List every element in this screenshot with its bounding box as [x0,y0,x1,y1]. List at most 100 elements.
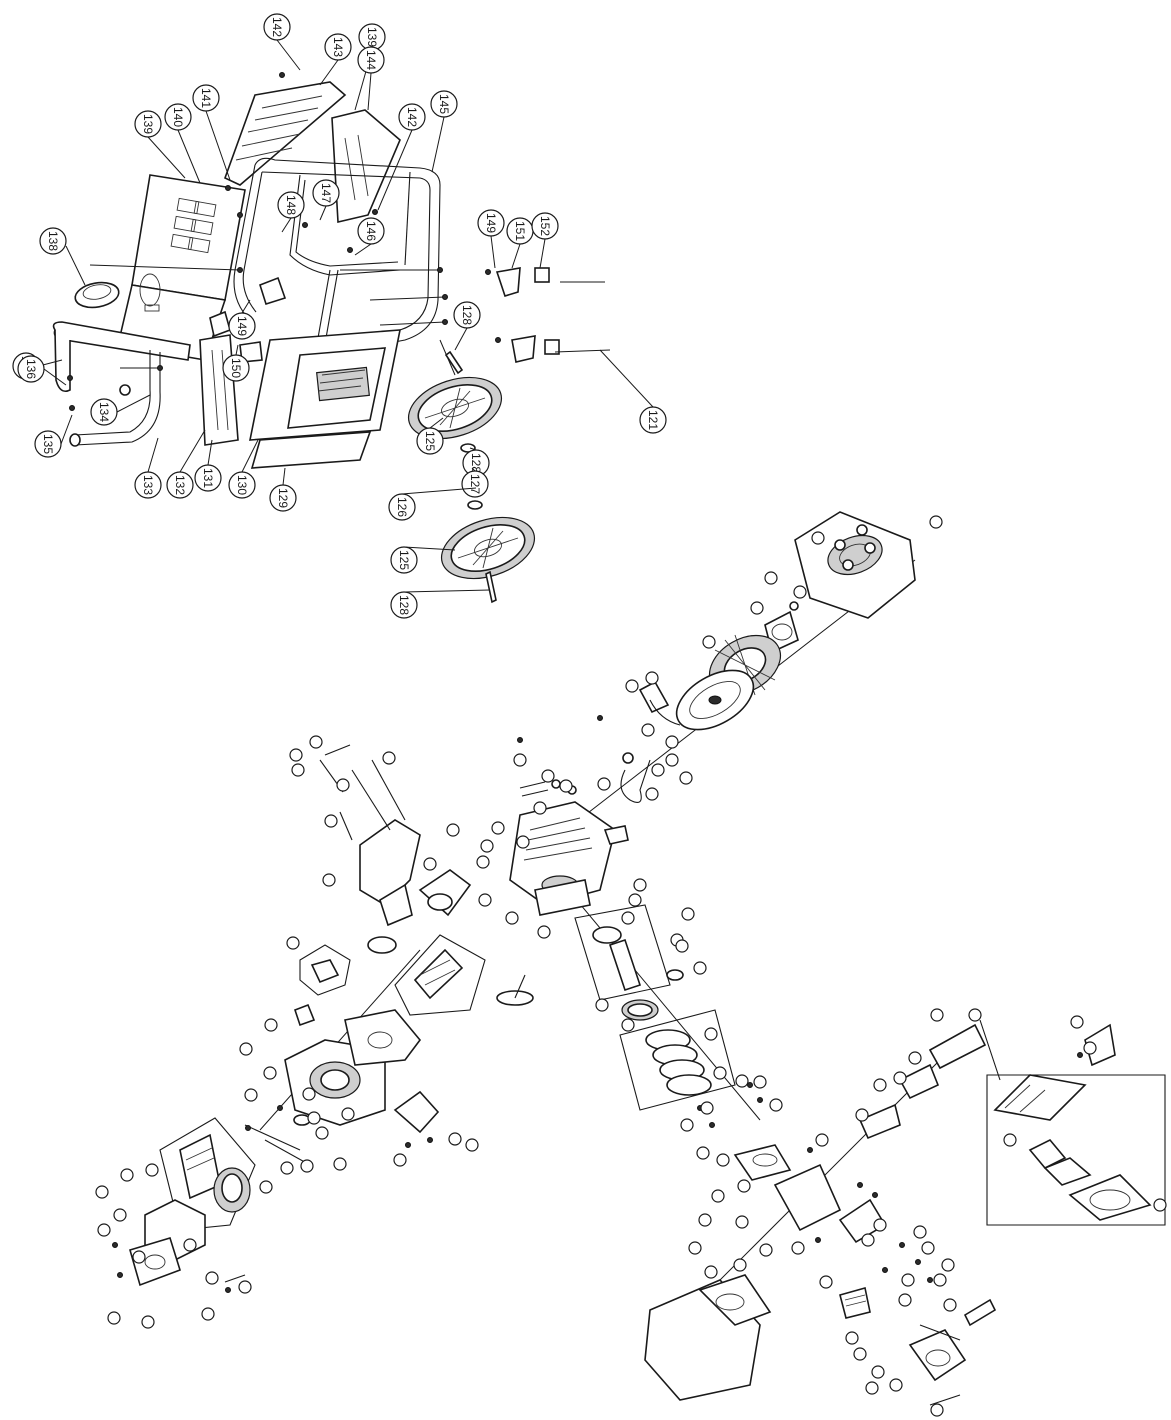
callout-number: 125 [423,431,437,451]
fuel-filter [839,1286,871,1319]
small-callout-marker [815,1133,829,1147]
top-rail-plate [223,81,347,186]
callout-circle [17,355,45,383]
callout-leader [511,243,521,269]
small-callout-marker [753,1075,767,1089]
starter-handle [929,1298,997,1406]
callout-circle [90,398,118,426]
callout-number: 142 [405,107,419,127]
callout-circle [388,493,416,521]
callout-circle [430,90,458,118]
callout-number: 148 [284,195,298,215]
small-callout-marker [679,771,693,785]
small-callout-marker [791,1241,805,1255]
small-callout-marker [480,839,494,853]
callout-leader [147,437,159,473]
callout-number: 130 [235,475,249,495]
callout-140: 140 [164,103,192,131]
frame-fasteners [67,72,448,411]
callout-145: 145 [430,90,458,118]
small-callout-marker [704,1027,718,1041]
small-callout-marker [702,635,716,649]
small-callout-marker [733,1258,747,1272]
callout-leader [205,110,231,181]
small-callout-marker [665,735,679,749]
small-callout-marker [120,1168,134,1182]
callout-circle [639,406,667,434]
callout-circle [453,301,481,329]
small-callout-marker [769,1098,783,1112]
callout-leader [241,439,259,473]
callout-leader [282,467,286,486]
small-callout-marker [595,998,609,1012]
callout-139: 139 [134,110,162,138]
small-callout-marker [716,1153,730,1167]
callout-circle [228,312,256,340]
small-callout-marker [873,1078,887,1092]
carb-parts [838,1198,933,1283]
callout-leader [147,136,186,179]
small-callout-marker [113,1208,127,1222]
small-callout-marker [700,1101,714,1115]
side-rail-plate [331,109,401,223]
small-callout-marker [913,1225,927,1239]
callout-leader [367,72,372,111]
engine-fasteners [517,715,878,1243]
small-callout-marker [680,1118,694,1132]
callout-number: 138 [46,231,60,251]
callout-circle [263,13,291,41]
callout-leader [319,59,339,86]
small-callout-marker [930,1008,944,1022]
callout-circle [357,217,385,245]
callout-leader [241,299,251,314]
callout-132: 132 [166,471,194,499]
small-callout-marker [393,1153,407,1167]
callout-leader [403,546,456,551]
callout-146: 146 [357,217,385,245]
callout-number: 149 [484,213,498,233]
callout-leader [60,414,73,445]
small-callout-marker [341,1107,355,1121]
callout-leader [281,217,292,233]
small-callout-marker [898,1293,912,1307]
callout-number: 133 [141,475,155,495]
callout-139: 139 [358,23,386,51]
small-callout-marker [665,753,679,767]
callout-circle [531,212,559,240]
small-callout-marker [625,679,639,693]
callout-number: 129 [276,488,290,508]
callout-circle [416,427,444,455]
callout-125: 125 [390,546,418,574]
wheel-upper [407,376,503,440]
small-callout-marker [793,585,807,599]
mounting-brackets [209,276,287,363]
callout-number: 139 [365,27,379,47]
small-callout-marker [476,855,490,869]
callout-128: 128 [390,591,418,619]
callout-leader [235,344,239,356]
small-callout-marker [696,1146,710,1160]
small-callout-marker [541,769,555,783]
small-callout-marker [333,1157,347,1171]
callout-circle [39,227,67,255]
callout-141: 141 [192,84,220,112]
small-callout-marker [95,1185,109,1199]
callout-number: 139 [141,114,155,134]
callout-number: 126 [395,497,409,517]
callout-144: 144 [357,46,385,74]
callout-number: 146 [364,221,378,241]
fan-shroud [794,511,916,619]
callout-142: 142 [263,13,291,41]
callout-circle [390,546,418,574]
small-callout-marker [307,1111,321,1125]
small-callout-marker [735,1215,749,1229]
callout-129: 129 [269,484,297,512]
small-callout-marker [651,763,665,777]
small-callout-marker [324,814,338,828]
air-filter-box [986,1074,1166,1226]
small-callout-marker [861,1233,875,1247]
callout-leader [177,129,201,184]
exhaust-manifold [733,1144,842,1232]
small-callout-marker [889,1378,903,1392]
